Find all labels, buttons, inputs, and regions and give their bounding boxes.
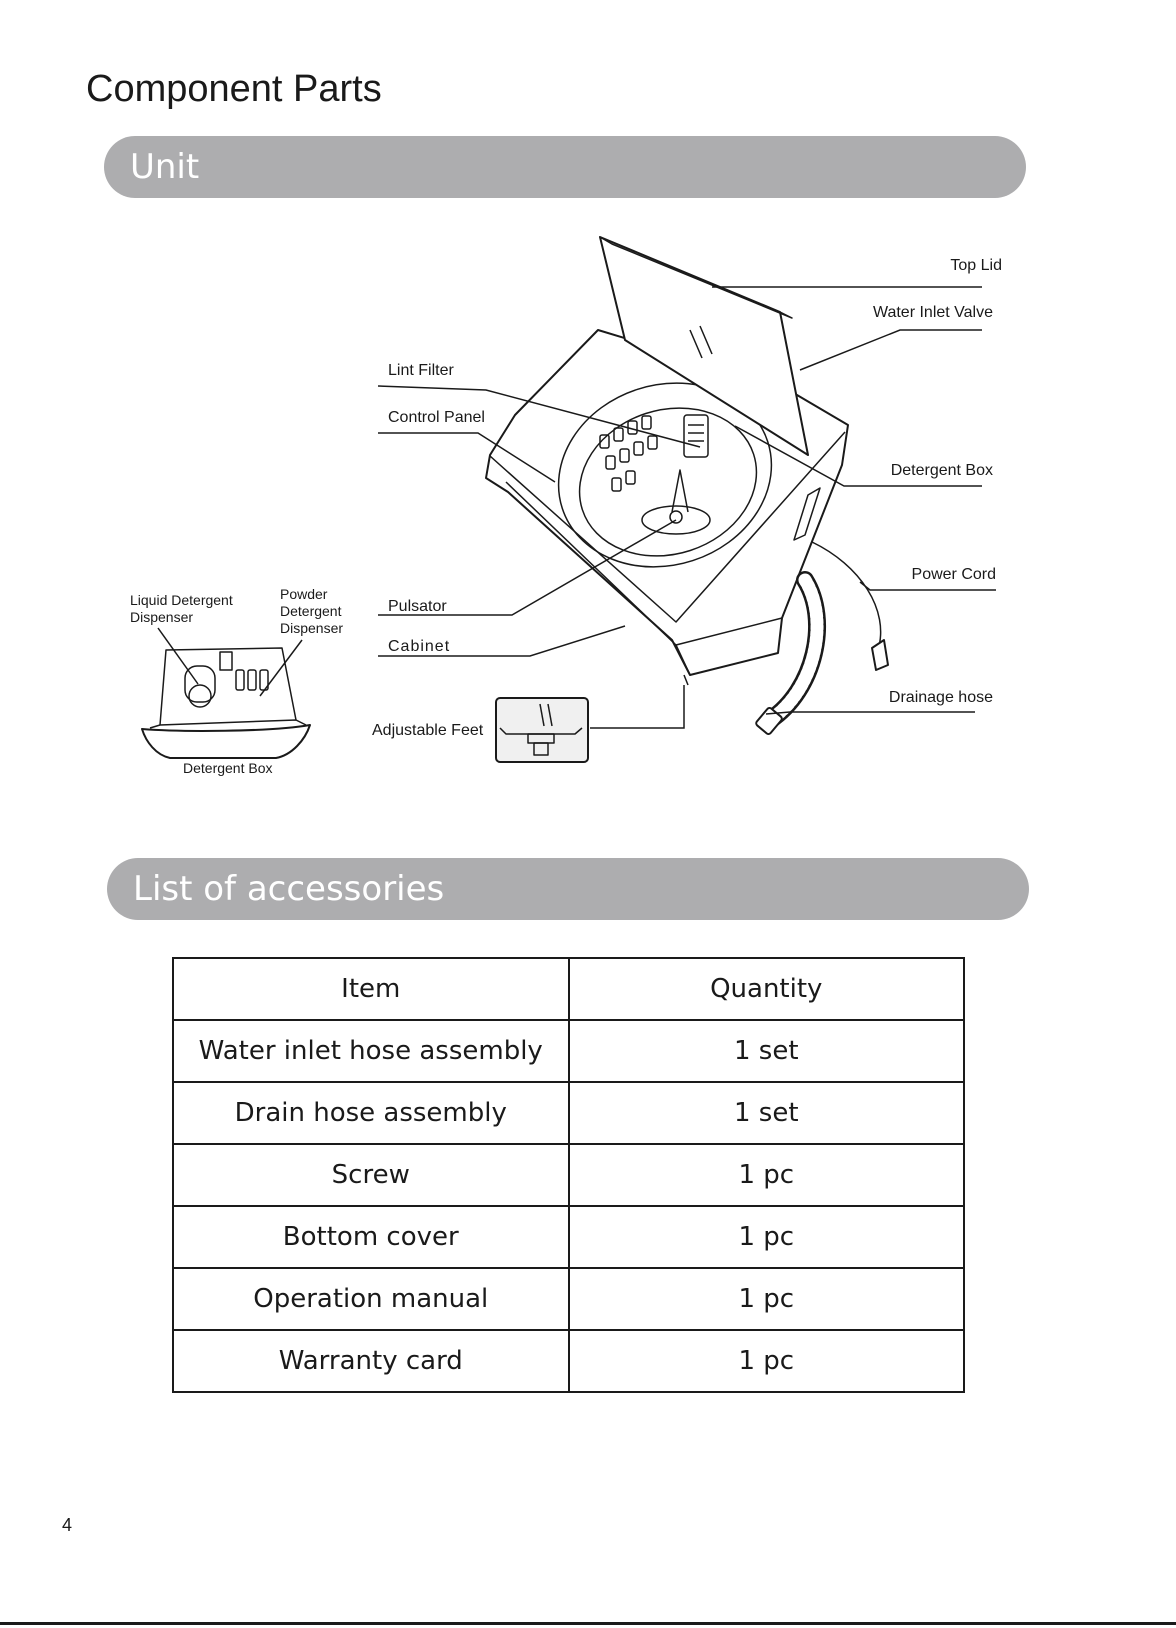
table-row: Bottom cover 1 pc — [172, 1205, 965, 1269]
washing-machine-diagram: Top Lid Water Inlet Valve Lint Filter Co… — [130, 236, 1002, 776]
label-pulsator: Pulsator — [388, 598, 447, 615]
table-header-row: Item Quantity — [172, 957, 965, 1021]
accessories-table: Item Quantity Water inlet hose assembly … — [172, 957, 965, 1393]
detergent-box-illustration — [141, 627, 311, 759]
label-lint-filter: Lint Filter — [388, 362, 454, 379]
label-water-inlet-valve: Water Inlet Valve — [873, 304, 993, 321]
label-power-cord: Power Cord — [912, 566, 996, 583]
quantity-cell: 1 pc — [567, 1267, 965, 1331]
adjustable-feet-inset — [495, 697, 589, 763]
label-powder-detergent-dispenser-line3: Dispenser — [280, 620, 343, 636]
table-row: Operation manual 1 pc — [172, 1267, 965, 1331]
column-header-item: Item — [172, 957, 570, 1021]
table-row: Warranty card 1 pc — [172, 1329, 965, 1393]
label-detergent-box-caption: Detergent Box — [183, 760, 273, 776]
table-row: Water inlet hose assembly 1 set — [172, 1019, 965, 1083]
quantity-cell: 1 set — [567, 1019, 965, 1083]
label-adjustable-feet: Adjustable Feet — [372, 722, 484, 739]
table-row: Drain hose assembly 1 set — [172, 1081, 965, 1145]
item-cell: Warranty card — [172, 1329, 570, 1393]
item-cell: Operation manual — [172, 1267, 570, 1331]
quantity-cell: 1 pc — [567, 1143, 965, 1207]
unit-section-heading: Unit — [104, 136, 1026, 198]
quantity-cell: 1 pc — [567, 1205, 965, 1269]
accessories-section-heading: List of accessories — [107, 858, 1029, 920]
callout-lines — [377, 286, 996, 729]
label-liquid-detergent-dispenser-line1: Liquid Detergent — [130, 592, 233, 608]
item-cell: Water inlet hose assembly — [172, 1019, 570, 1083]
item-cell: Bottom cover — [172, 1205, 570, 1269]
label-cabinet: Cabinet — [388, 638, 450, 655]
label-drainage-hose: Drainage hose — [889, 689, 993, 706]
label-detergent-box: Detergent Box — [891, 462, 993, 479]
label-powder-detergent-dispenser-line1: Powder — [280, 586, 328, 602]
column-header-quantity: Quantity — [567, 957, 965, 1021]
page-number: 4 — [62, 1515, 73, 1535]
item-cell: Screw — [172, 1143, 570, 1207]
label-powder-detergent-dispenser-line2: Detergent — [280, 603, 342, 619]
quantity-cell: 1 pc — [567, 1329, 965, 1393]
label-top-lid: Top Lid — [950, 257, 1002, 274]
table-row: Screw 1 pc — [172, 1143, 965, 1207]
label-liquid-detergent-dispenser-line2: Dispenser — [130, 609, 193, 625]
quantity-cell: 1 set — [567, 1081, 965, 1145]
bottom-rule — [0, 1622, 1176, 1625]
item-cell: Drain hose assembly — [172, 1081, 570, 1145]
page-title: Component Parts — [86, 68, 382, 110]
label-control-panel: Control Panel — [388, 409, 485, 426]
washing-machine-illustration — [485, 236, 889, 735]
